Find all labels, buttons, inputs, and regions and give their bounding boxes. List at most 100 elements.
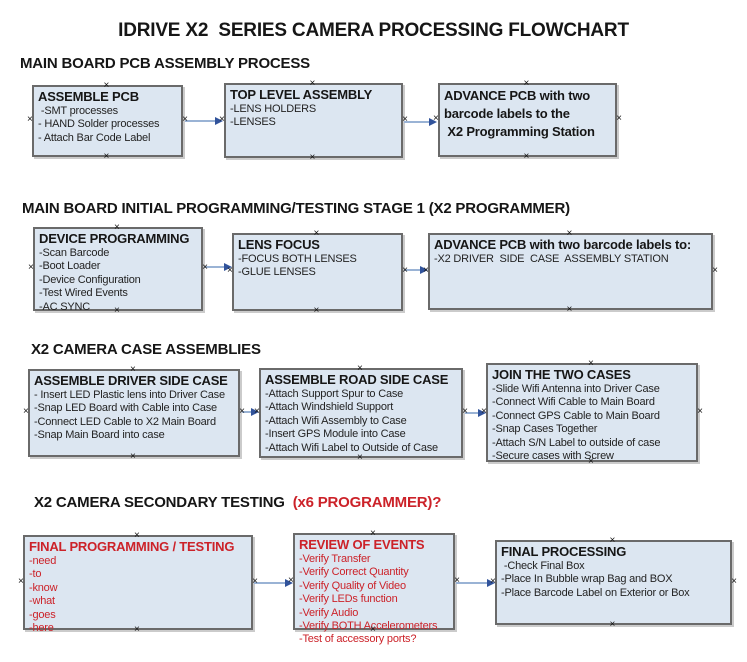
box-item: -Verify BOTH Accelerometers	[299, 620, 438, 633]
connection-point-icon: ×	[588, 456, 594, 467]
box-item: -Attach Wifi Assembly to Case	[265, 414, 407, 427]
box-item: -Verify Quality of Video	[299, 579, 406, 592]
box-item: -Attach Wifi Label to Outside of Case	[265, 441, 438, 454]
box-item: -Scan Barcode	[39, 247, 110, 259]
flow-box-join-the-two-cases[interactable]: × × × × JOIN THE TWO CASES -Slide Wifi A…	[481, 359, 703, 467]
section-heading-red-part: (x6 PROGRAMMER)?	[292, 494, 442, 511]
connection-point-icon: ×	[28, 262, 34, 273]
connection-point-icon: ×	[462, 406, 468, 417]
flow-box-final-programming-testing[interactable]: × × × × FINAL PROGRAMMING / TESTING -nee…	[18, 531, 258, 635]
box-title: ASSEMBLE DRIVER SIDE CASE	[34, 373, 228, 388]
flow-box-advance-pcb-programming-station[interactable]: × × × × ADVANCE PCB with two barcode lab…	[433, 79, 622, 162]
connection-point-icon: ×	[288, 574, 294, 586]
box-title: JOIN THE TWO CASES	[492, 367, 631, 382]
connection-point-icon: ×	[103, 151, 110, 162]
box-item: - Attach Bar Code Label	[38, 131, 151, 144]
connection-point-icon: ×	[23, 406, 29, 417]
box-title: FINAL PROGRAMMING / TESTING	[29, 539, 235, 554]
connection-point-icon: ×	[309, 78, 316, 89]
connection-point-icon: ×	[616, 113, 622, 124]
box-title: ASSEMBLE PCB	[38, 89, 139, 104]
page-title: IDRIVE X2 SERIES CAMERA PROCESSING FLOWC…	[118, 20, 629, 41]
box-item: -Connect GPS Cable to Main Board	[492, 409, 660, 422]
connection-point-icon: ×	[254, 406, 260, 417]
section-heading-pcb-assembly: MAIN BOARD PCB ASSEMBLY PROCESS	[20, 55, 310, 72]
connection-point-icon: ×	[357, 452, 363, 463]
connection-point-icon: ×	[523, 78, 530, 89]
connection-point-icon: ×	[219, 113, 225, 125]
box-item: -Connect Wifi Cable to Main Board	[492, 396, 655, 409]
box-item: -Connect LED Cable to X2 Main Board	[34, 415, 216, 428]
connection-point-icon: ×	[313, 228, 320, 239]
box-item: -what	[29, 595, 55, 608]
connection-point-icon: ×	[609, 535, 616, 546]
connection-point-icon: ×	[402, 113, 408, 125]
flow-arrow[interactable]	[185, 117, 223, 125]
connection-point-icon: ×	[114, 222, 120, 233]
box-item: -Attach Support Spur to Case	[265, 388, 404, 400]
connection-point-icon: ×	[731, 575, 737, 587]
connection-point-icon: ×	[252, 575, 258, 587]
box-item: -Attach Windshield Support	[265, 401, 394, 414]
flow-box-advance-pcb-driver-station[interactable]: × × × × ADVANCE PCB with two barcode lab…	[423, 229, 718, 315]
connection-point-icon: ×	[313, 305, 320, 316]
connection-point-icon: ×	[454, 574, 460, 586]
box-title: ADVANCE PCB with two barcode labels to:	[434, 237, 692, 252]
connection-point-icon: ×	[202, 262, 208, 273]
box-item: -Insert GPS Module into Case	[265, 428, 406, 441]
flow-arrow[interactable]	[254, 579, 293, 587]
box-item: - Insert LED Plastic lens into Driver Ca…	[34, 389, 225, 401]
flow-arrow[interactable]	[456, 579, 495, 587]
box-item: -Secure cases with Screw	[492, 450, 614, 463]
box-item: -LENSES	[230, 116, 276, 129]
box-item: -Snap Cases Together	[492, 423, 598, 436]
connection-point-icon: ×	[357, 363, 363, 374]
box-item: -Test Wired Events	[39, 287, 128, 300]
box-item: -AC SYNC	[39, 300, 90, 313]
connection-point-icon: ×	[609, 619, 616, 630]
box-title: DEVICE PROGRAMMING	[39, 231, 190, 246]
flow-arrow[interactable]	[404, 266, 428, 274]
flow-box-assemble-pcb[interactable]: × × × × ASSEMBLE PCB -SMT processes - HA…	[27, 81, 188, 162]
flow-box-assemble-driver-side-case[interactable]: × × × × ASSEMBLE DRIVER SIDE CASE - Inse…	[23, 365, 245, 462]
flow-box-review-of-events[interactable]: × × × × REVIEW OF EVENTS -Verify Transfe…	[288, 529, 460, 646]
connection-point-icon: ×	[27, 114, 33, 125]
connection-point-icon: ×	[239, 406, 245, 417]
box-item: -Verify LEDs function	[299, 593, 398, 606]
connection-point-icon: ×	[370, 624, 376, 635]
connection-point-icon: ×	[114, 305, 120, 316]
box-item: -Snap LED Board with Cable into Case	[34, 402, 217, 415]
connection-point-icon: ×	[523, 151, 530, 162]
box-item: -know	[29, 581, 58, 594]
box-title: FINAL PROCESSING	[501, 544, 627, 559]
connection-point-icon: ×	[588, 358, 594, 369]
box-item: -Place Barcode Label on Exterior or Box	[501, 586, 690, 599]
section-heading-black-part: X2 CAMERA SECONDARY TESTING	[34, 494, 293, 511]
box-item: -to	[29, 568, 42, 581]
flow-box-top-level-assembly[interactable]: × × × × TOP LEVEL ASSEMBLY -LENS HOLDERS…	[219, 79, 408, 163]
box-title: ASSEMBLE ROAD SIDE CASE	[265, 372, 449, 387]
box-item: -Slide Wifi Antenna into Driver Case	[492, 383, 660, 395]
box-item: -Check Final Box	[501, 560, 585, 572]
connection-point-icon: ×	[566, 304, 573, 315]
box-item-overflowing: -Test of accessory ports?	[299, 633, 417, 646]
flow-box-assemble-road-side-case[interactable]: × × × × ASSEMBLE ROAD SIDE CASE -Attach …	[254, 364, 468, 463]
flow-box-final-processing[interactable]: × × × × FINAL PROCESSING -Check Final Bo…	[490, 536, 737, 630]
flow-box-device-programming[interactable]: × × × × DEVICE PROGRAMMING -Scan Barcode…	[28, 223, 208, 316]
flow-arrow[interactable]	[205, 263, 232, 271]
box-item: -Place In Bubble wrap Bag and BOX	[501, 573, 673, 586]
box-title: LENS FOCUS	[238, 237, 320, 252]
flow-arrow[interactable]	[242, 408, 259, 416]
connection-point-icon: ×	[130, 451, 136, 462]
box-item: -FOCUS BOTH LENSES	[238, 253, 357, 265]
flow-box-lens-focus[interactable]: × × × × LENS FOCUS -FOCUS BOTH LENSES -G…	[227, 229, 408, 316]
connection-point-icon: ×	[697, 405, 703, 417]
flow-arrow[interactable]	[404, 118, 437, 126]
box-title-line: barcode labels to the	[444, 106, 570, 121]
box-item: -X2 DRIVER SIDE CASE ASSEMBLY STATION	[434, 253, 669, 265]
flow-arrow[interactable]	[465, 409, 486, 417]
connection-point-icon: ×	[130, 364, 136, 375]
connection-point-icon: ×	[309, 152, 316, 163]
box-item: -Boot Loader	[39, 260, 101, 273]
